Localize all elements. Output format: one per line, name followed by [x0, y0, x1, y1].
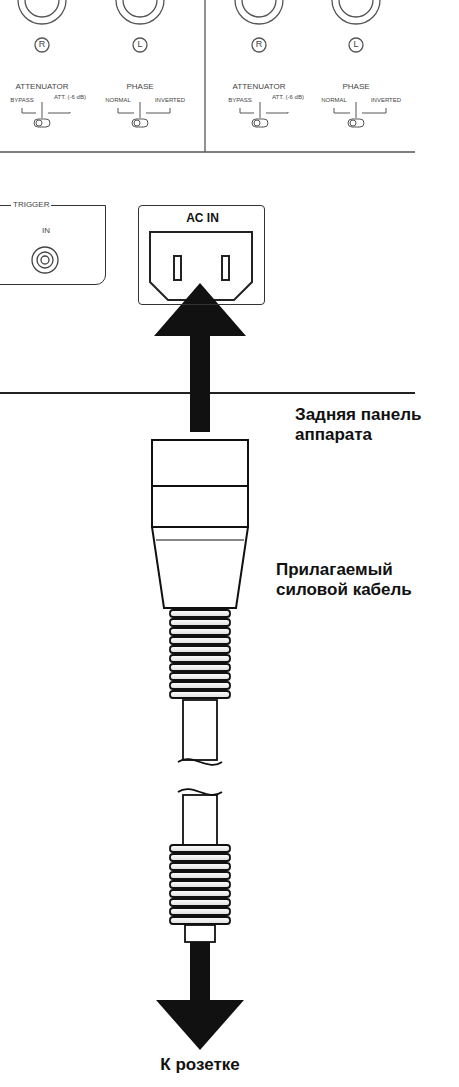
callout-label: Прилагаемый силовой кабель: [276, 560, 446, 599]
control-name: PHASE: [342, 82, 369, 91]
channel-mark: R: [256, 39, 263, 49]
cable-part: [170, 673, 230, 680]
cable-part: [170, 863, 230, 870]
switch-position: BYPASS: [10, 97, 34, 104]
cable-part: [178, 759, 222, 765]
cable-part: [170, 872, 230, 879]
control-name: PHASE: [126, 82, 153, 91]
cable-part: [170, 881, 230, 888]
panel-heading: AC IN: [186, 212, 219, 226]
cable-part: [183, 700, 217, 760]
cable-part: [170, 610, 230, 617]
channel-mark: R: [39, 39, 46, 49]
switch-position: ATT. (-6 dB): [271, 94, 305, 101]
cable-part: [170, 628, 230, 635]
switch-position: INVERTED: [155, 97, 185, 104]
control-name: ATTENUATOR: [16, 82, 69, 91]
cable-part: [170, 646, 230, 653]
switch-position: INVERTED: [371, 97, 401, 104]
jack-label: IN: [42, 226, 50, 235]
cable-part: [170, 890, 230, 897]
cable-part: [185, 925, 215, 942]
cable-part: [170, 664, 230, 671]
switch-position: NORMAL: [105, 97, 131, 104]
cable-part: [178, 789, 222, 795]
cable-part: [170, 845, 230, 852]
cable-part: [170, 917, 230, 924]
cable-part: [170, 908, 230, 915]
control-name: ATTENUATOR: [233, 82, 286, 91]
panel-heading: TRIGGER: [11, 200, 51, 209]
channel-mark: L: [353, 39, 358, 49]
switch-position: BYPASS: [228, 97, 252, 104]
callout-label: К розетке: [160, 1055, 239, 1075]
cable-part: [170, 899, 230, 906]
callout-label: Задняя панель аппарата: [295, 405, 455, 444]
channel-mark: L: [137, 39, 142, 49]
ac-inlet-frame: AC IN: [138, 205, 265, 305]
cable-part: [170, 854, 230, 861]
cable-part: [170, 682, 230, 689]
cable-part: [183, 795, 217, 845]
trigger-frame: TRIGGERIN: [0, 205, 106, 285]
cable-part: [170, 655, 230, 662]
cable-part: [170, 691, 230, 698]
cable-part: [170, 637, 230, 644]
cable-part: [170, 619, 230, 626]
switch-position: NORMAL: [321, 97, 347, 104]
switch-position: ATT. (-6 dB): [53, 94, 87, 101]
